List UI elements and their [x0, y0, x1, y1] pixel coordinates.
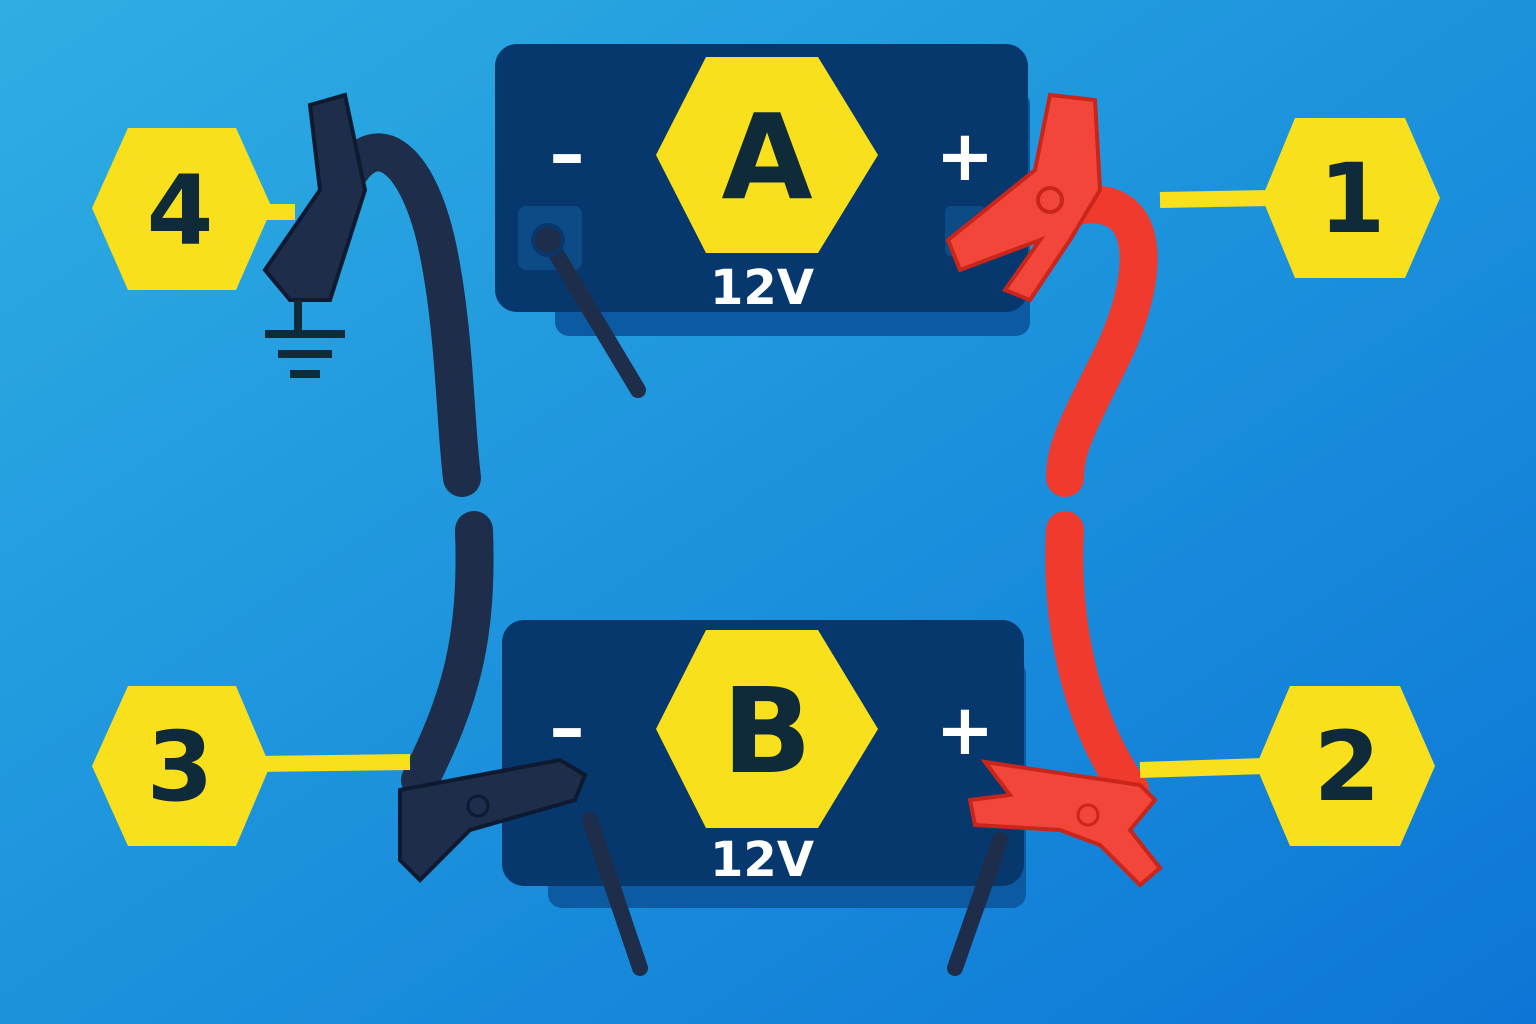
- step-number: 4: [147, 155, 214, 267]
- battery-b: B 12V – +: [502, 620, 1026, 908]
- positive-cable-lower: [1045, 511, 1149, 809]
- ground-clamp: [262, 92, 368, 378]
- negative-sign: –: [550, 113, 585, 195]
- step-number: 1: [1319, 143, 1386, 255]
- step-number: 3: [147, 711, 214, 823]
- cables: [321, 133, 1158, 976]
- step-number: 2: [1314, 711, 1381, 823]
- positive-sign: +: [936, 689, 995, 771]
- battery-voltage: 12V: [710, 832, 814, 888]
- positive-cable-b-stub: [947, 832, 1008, 976]
- positive-sign: +: [936, 115, 995, 197]
- battery-name: A: [721, 88, 812, 226]
- leader-lines: [249, 190, 1271, 778]
- negative-sign: –: [550, 687, 585, 769]
- terminal-bolt: [531, 223, 565, 257]
- positive-cable-upper: [1041, 185, 1158, 497]
- step-2-badge: 2: [1256, 686, 1435, 846]
- battery-a: A 12V – +: [495, 44, 1030, 336]
- negative-clamp-battery-b: [398, 757, 588, 883]
- positive-clamp-battery-a: [945, 92, 1103, 303]
- negative-cable-upper: [321, 133, 481, 497]
- positive-clamp-battery-b: [967, 759, 1163, 888]
- step-4-badge: 4: [92, 128, 272, 290]
- step-3-badge: 3: [92, 686, 270, 846]
- step-1-badge: 1: [1262, 118, 1440, 278]
- negative-cable-b-stub: [582, 812, 648, 976]
- negative-cable-a-stub: [540, 232, 646, 398]
- ground-icon: [265, 300, 345, 378]
- battery-voltage: 12V: [710, 260, 814, 316]
- negative-cable-lower: [401, 511, 494, 799]
- battery-label-hexagon: [656, 57, 878, 253]
- battery-name: B: [722, 662, 812, 800]
- battery-label-hexagon: [656, 630, 878, 828]
